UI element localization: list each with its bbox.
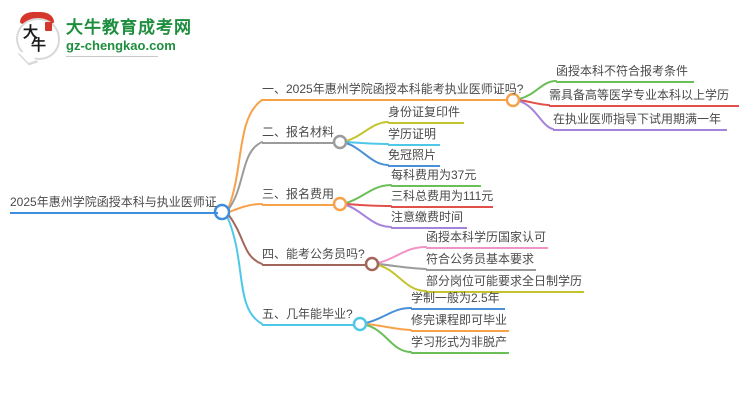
branch4-child1-label[interactable]: 函授本科学历国家认可 xyxy=(426,230,548,249)
node-circle-branch3[interactable] xyxy=(332,196,348,212)
root-topic[interactable]: 2025年惠州学院函授本科与执业医师证 xyxy=(10,195,218,214)
branch1-child2-label[interactable]: 需具备高等医学专业本科以上学历 xyxy=(549,88,739,107)
branch4-label[interactable]: 四、能考公务员吗? xyxy=(262,247,366,266)
edge-branch2-child3 xyxy=(345,142,389,166)
edge-branch3-child2 xyxy=(345,203,392,207)
edge-branch4-child3 xyxy=(377,264,427,292)
daniu-bull-logo-icon: 大 牛 xyxy=(14,12,60,66)
branch3-child1-label[interactable]: 每科费用为37元 xyxy=(391,168,481,187)
edge-branch1-child3 xyxy=(518,100,554,130)
branch4-child3-label[interactable]: 部分岗位可能要求全日制学历 xyxy=(426,274,584,293)
branch2-child1-label[interactable]: 身份证复印件 xyxy=(388,105,464,124)
edge-branch4-child2 xyxy=(377,263,427,270)
edge-branch3-child1 xyxy=(345,184,392,204)
site-url: gz-chengkao.com xyxy=(66,37,176,53)
node-circle-branch4[interactable] xyxy=(364,256,380,272)
site-logo[interactable]: 大 牛 大牛教育成考网 gz-chengkao.com xyxy=(14,12,192,66)
node-circle-branch2[interactable] xyxy=(332,134,348,150)
edge-root-branch1 xyxy=(227,99,263,210)
branch3-label[interactable]: 三、报名费用 xyxy=(262,187,334,206)
edge-branch5-child1 xyxy=(365,307,412,324)
branch2-child2-label[interactable]: 学历证明 xyxy=(388,127,440,146)
edge-branch5-child3 xyxy=(365,324,412,353)
edge-root-branch2 xyxy=(227,141,263,211)
edge-root-branch5 xyxy=(226,215,263,325)
edge-root-branch3 xyxy=(228,203,263,213)
edge-branch1-child2 xyxy=(518,99,550,106)
branch2-child3-label[interactable]: 免冠照片 xyxy=(388,148,440,167)
site-name: 大牛教育成考网 xyxy=(66,18,192,37)
branch5-label[interactable]: 五、几年能毕业? xyxy=(262,307,354,326)
logo-char-da: 大 xyxy=(23,24,39,41)
edge-branch5-child2 xyxy=(365,323,412,331)
branch2-label[interactable]: 二、报名材料 xyxy=(262,125,334,144)
branch3-child3-label[interactable]: 注意缴费时间 xyxy=(391,210,467,229)
branch3-child2-label[interactable]: 三科总费用为111元 xyxy=(391,189,493,208)
edge-branch2-child2 xyxy=(345,141,389,145)
branch4-child2-label[interactable]: 符合公务员基本要求 xyxy=(426,252,536,271)
edge-branch4-child1 xyxy=(377,246,427,264)
logo-red-seal xyxy=(45,22,52,31)
node-circle-branch1[interactable] xyxy=(505,92,521,108)
node-circle-branch5[interactable] xyxy=(352,316,368,332)
branch1-label[interactable]: 一、2025年惠州学院函授本科能考执业医师证吗? xyxy=(262,82,523,101)
branch5-child3-label[interactable]: 学习形式为非脱产 xyxy=(411,335,509,354)
logo-text-block: 大牛教育成考网 gz-chengkao.com xyxy=(66,12,192,58)
branch5-child2-label[interactable]: 修完课程即可毕业 xyxy=(411,313,509,332)
branch5-child1-label[interactable]: 学制一般为2.5年 xyxy=(411,291,505,310)
edge-branch2-child1 xyxy=(345,121,389,142)
edge-root-branch4 xyxy=(227,213,263,265)
branch1-child3-label[interactable]: 在执业医师指导下试用期满一年 xyxy=(553,112,727,131)
branch1-child1-label[interactable]: 函授本科不符合报考条件 xyxy=(556,64,694,83)
logo-divider xyxy=(66,56,158,58)
edge-branch3-child3 xyxy=(345,204,392,228)
logo-char-niu: 牛 xyxy=(31,37,47,54)
